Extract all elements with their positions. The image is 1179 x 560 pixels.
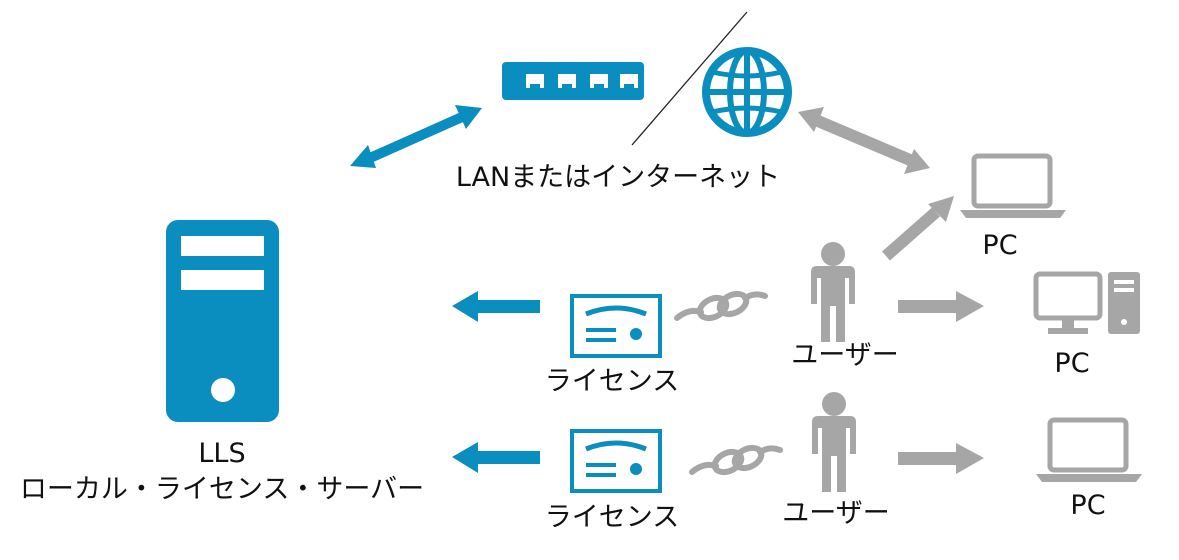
server-name-label: LLS [198,438,245,469]
user-to-bottom-laptop-arrow [898,443,984,474]
user-label-1: ユーザー [791,340,898,371]
license-certificate-icon [570,294,662,358]
server-description-label: ローカル・ライセンス・サーバー [20,474,424,505]
desktop-pc-icon [1033,271,1140,334]
user-to-laptop-arrow [882,196,954,261]
network-pc-arrow [798,107,930,174]
lan-internet-divider-line [631,11,748,146]
user-to-desktop-arrow [898,291,984,322]
pc-label-1: PC [982,230,1017,261]
network-switch-icon [502,62,644,100]
user-icon [811,242,855,342]
license-to-server-arrow-1 [452,291,540,322]
pc-label-3: PC [1070,490,1105,521]
laptop-icon [1036,417,1142,482]
chain-link-icon [689,444,783,476]
network-label: LANまたはインターネット [456,162,780,193]
pc-label-2: PC [1054,348,1089,379]
license-label-2: ライセンス [545,502,679,533]
server-icon [166,220,279,422]
laptop-icon [960,153,1066,218]
user-label-2: ユーザー [782,498,889,529]
license-to-server-arrow-2 [452,442,540,473]
license-certificate-icon [570,429,662,493]
chain-link-icon [674,290,768,322]
license-label-1: ライセンス [545,366,679,397]
globe-icon [702,47,792,137]
user-icon [812,392,856,492]
server-network-arrow [350,105,482,168]
